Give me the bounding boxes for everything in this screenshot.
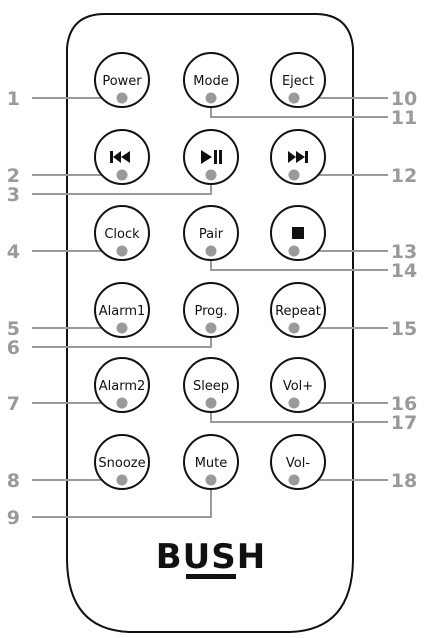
mute-button[interactable]: Mute [183, 434, 239, 490]
volup-button-label: Vol+ [283, 379, 313, 394]
callout-dot [116, 397, 128, 409]
mute-button-outline [183, 434, 239, 490]
callout-number: 18 [391, 470, 417, 492]
prog-button-outline [183, 282, 239, 338]
mode-button-outline [183, 52, 239, 108]
callout-line [32, 480, 212, 518]
alarm2-button-outline [94, 357, 150, 413]
alarm1-button-outline [94, 282, 150, 338]
callout-dot [205, 92, 217, 104]
power-button-outline [94, 52, 150, 108]
eject-button-outline [270, 52, 326, 108]
callout-dot [116, 245, 128, 257]
eject-button[interactable]: Eject [270, 52, 326, 108]
callout-dot [288, 92, 300, 104]
brand-underline [186, 574, 236, 579]
callout-number: 7 [7, 393, 20, 415]
snooze-button-label: Snooze [98, 456, 145, 471]
callout-number: 11 [391, 107, 417, 129]
callout-number: 16 [391, 393, 417, 415]
sleep-button[interactable]: Sleep [183, 357, 239, 413]
callout-dot [205, 322, 217, 334]
mute-button-label: Mute [195, 456, 228, 471]
repeat-button[interactable]: Repeat [270, 282, 326, 338]
callout-dot [288, 245, 300, 257]
callout-number: 1 [7, 88, 20, 110]
callout-number: 4 [7, 241, 20, 263]
callout-number: 2 [7, 165, 20, 187]
clock-button-outline [94, 205, 150, 261]
sleep-button-label: Sleep [193, 379, 229, 394]
brand-logo: BUSH [156, 537, 266, 579]
callout-dot [288, 474, 300, 486]
pair-button[interactable]: Pair [183, 205, 239, 261]
snooze-button-outline [94, 434, 150, 490]
pair-button-label: Pair [199, 227, 224, 242]
callout-number: 12 [391, 165, 417, 187]
repeat-button-outline [270, 282, 326, 338]
callout-dot [205, 397, 217, 409]
voldown-button-outline [270, 434, 326, 490]
mode-button[interactable]: Mode [183, 52, 239, 108]
repeat-button-label: Repeat [275, 304, 321, 319]
callout-dot [205, 245, 217, 257]
prog-button-label: Prog. [194, 304, 227, 319]
stop-button[interactable] [270, 205, 326, 261]
callout-dot [116, 92, 128, 104]
pair-button-outline [183, 205, 239, 261]
play-pause-icon [201, 150, 222, 164]
callout-number: 5 [7, 318, 20, 340]
callout-dot [205, 474, 217, 486]
callout-number: 9 [7, 507, 20, 529]
callout-dots [116, 92, 300, 486]
callout-dot [116, 169, 128, 181]
volup-button[interactable]: Vol+ [270, 357, 326, 413]
alarm1-button[interactable]: Alarm1 [94, 282, 150, 338]
next-button[interactable] [270, 129, 326, 185]
callout-number: 3 [7, 184, 20, 206]
skip-back-icon [110, 151, 130, 163]
callout-number: 10 [391, 88, 417, 110]
callout-number: 14 [391, 260, 417, 282]
callout-number: 13 [391, 241, 417, 263]
callout-dot [116, 322, 128, 334]
sleep-button-outline [183, 357, 239, 413]
alarm2-button[interactable]: Alarm2 [94, 357, 150, 413]
volup-button-outline [270, 357, 326, 413]
callout-dot [288, 322, 300, 334]
clock-button[interactable]: Clock [94, 205, 150, 261]
prev-button[interactable] [94, 129, 150, 185]
callout-number: 8 [7, 470, 20, 492]
callout-number: 15 [391, 318, 417, 340]
skip-forward-icon [288, 151, 308, 163]
clock-button-label: Clock [104, 227, 140, 242]
power-button-label: Power [102, 74, 142, 89]
eject-button-label: Eject [282, 74, 314, 89]
voldown-button[interactable]: Vol- [270, 434, 326, 490]
voldown-button-label: Vol- [286, 456, 310, 471]
callout-dot [288, 397, 300, 409]
callout-number: 6 [7, 337, 20, 359]
play-button[interactable] [183, 129, 239, 185]
alarm1-button-label: Alarm1 [99, 304, 146, 319]
prog-button[interactable]: Prog. [183, 282, 239, 338]
callout-number: 17 [391, 412, 417, 434]
brand-name: BUSH [156, 537, 266, 577]
callout-dot [288, 169, 300, 181]
snooze-button[interactable]: Snooze [94, 434, 150, 490]
mode-button-label: Mode [193, 74, 228, 89]
callout-dot [205, 169, 217, 181]
alarm2-button-label: Alarm2 [99, 379, 146, 394]
power-button[interactable]: Power [94, 52, 150, 108]
callout-dot [116, 474, 128, 486]
stop-icon [292, 227, 304, 239]
